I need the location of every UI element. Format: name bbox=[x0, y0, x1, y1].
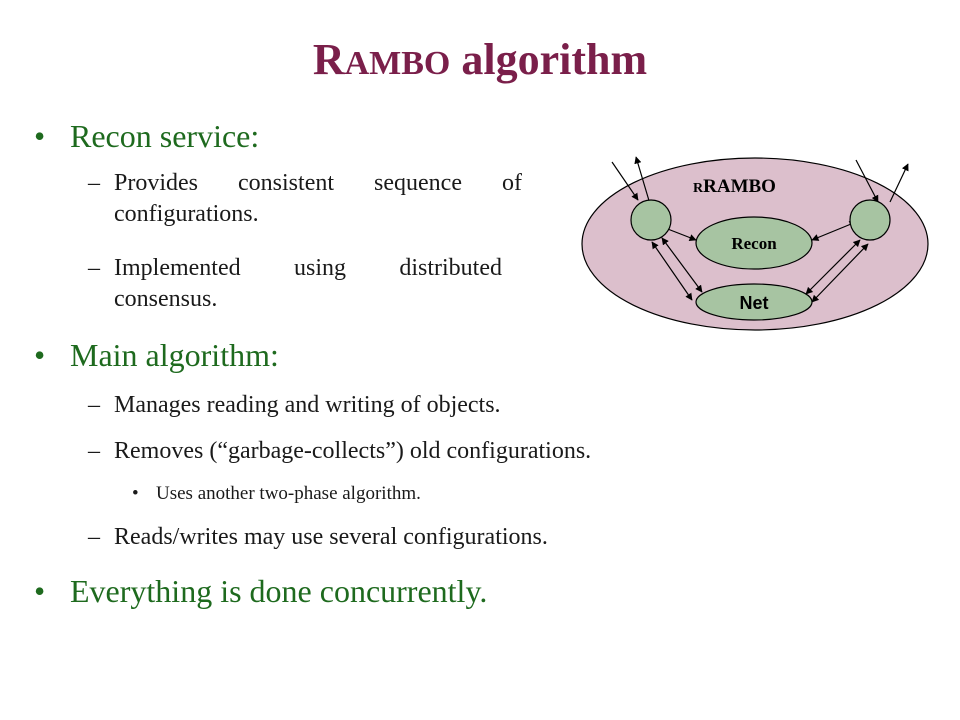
right-process-node bbox=[849, 199, 891, 241]
right-in-arrow bbox=[855, 159, 879, 203]
sub-sub-bullet-text: Uses another two-phase algorithm. bbox=[156, 483, 421, 504]
bullet-recon-heading: Recon service: bbox=[70, 118, 260, 154]
sub-bullet-text: Removes (“garbage-collects”) old configu… bbox=[114, 438, 592, 464]
bullet-glyph: • bbox=[34, 573, 46, 609]
sub-bullet-text: Manages reading and writing of objects. bbox=[114, 392, 501, 418]
dash-glyph: – bbox=[88, 255, 100, 281]
dash-glyph: – bbox=[88, 524, 100, 550]
sub-bullet-garbage-collects: – Removes (“garbage-collects”) old confi… bbox=[88, 436, 848, 467]
sub-sub-bullet-two-phase: • Uses another two-phase algorithm. bbox=[132, 481, 421, 507]
rrambo-prefix: R bbox=[693, 181, 704, 196]
bullet-glyph: • bbox=[34, 337, 46, 373]
sub-bullet-distributed-consensus: – Implemented using distributed consensu… bbox=[88, 253, 502, 315]
dash-glyph: – bbox=[88, 392, 100, 418]
title-initial: R bbox=[312, 35, 345, 84]
bullet-main-algorithm: • Main algorithm: bbox=[34, 336, 279, 374]
title-rest: algorithm bbox=[450, 35, 648, 84]
net-node bbox=[695, 283, 813, 321]
dash-glyph: – bbox=[88, 170, 100, 196]
rambo-architecture-diagram: Recon Net RRAMBO bbox=[581, 156, 929, 331]
title-smallcaps: AMBO bbox=[344, 45, 451, 82]
sub-bullet-reads-writes: – Reads/writes may use several configura… bbox=[88, 522, 848, 553]
dash-glyph: – bbox=[88, 438, 100, 464]
bullet-glyph: • bbox=[132, 483, 139, 504]
sub-bullet-text: Implemented using distributed consensus. bbox=[114, 255, 502, 312]
left-net-arrow-b bbox=[661, 237, 703, 293]
right-recon-arrow bbox=[811, 221, 857, 241]
slide-title: RAMBO algorithm bbox=[0, 34, 960, 90]
sub-bullet-consistent-sequence: – Provides consistent sequence of config… bbox=[88, 168, 522, 230]
left-in-arrow bbox=[611, 161, 639, 201]
sub-bullet-manages-reading: – Manages reading and writing of objects… bbox=[88, 390, 788, 421]
rrambo-rest: RAMBO bbox=[703, 176, 776, 197]
net-label: Net bbox=[739, 293, 768, 313]
bullet-recon-service: • Recon service: bbox=[34, 117, 259, 155]
bullet-everything-concurrent: • Everything is done concurrently. bbox=[34, 572, 487, 610]
bullet-main-heading: Main algorithm: bbox=[70, 337, 279, 373]
bullet-glyph: • bbox=[34, 118, 46, 154]
sub-bullet-text: Reads/writes may use several configurati… bbox=[114, 524, 548, 550]
recon-node bbox=[695, 216, 813, 270]
rrambo-label: RRAMBO bbox=[693, 176, 776, 197]
left-process-node bbox=[630, 199, 672, 241]
recon-label: Recon bbox=[731, 234, 777, 253]
right-out-arrow bbox=[889, 163, 909, 203]
bullet-everything-heading: Everything is done concurrently. bbox=[70, 573, 488, 609]
left-out-arrow bbox=[634, 156, 651, 205]
right-net-arrow-b bbox=[811, 243, 869, 303]
sub-bullet-text: Provides consistent sequence of configur… bbox=[114, 170, 522, 227]
